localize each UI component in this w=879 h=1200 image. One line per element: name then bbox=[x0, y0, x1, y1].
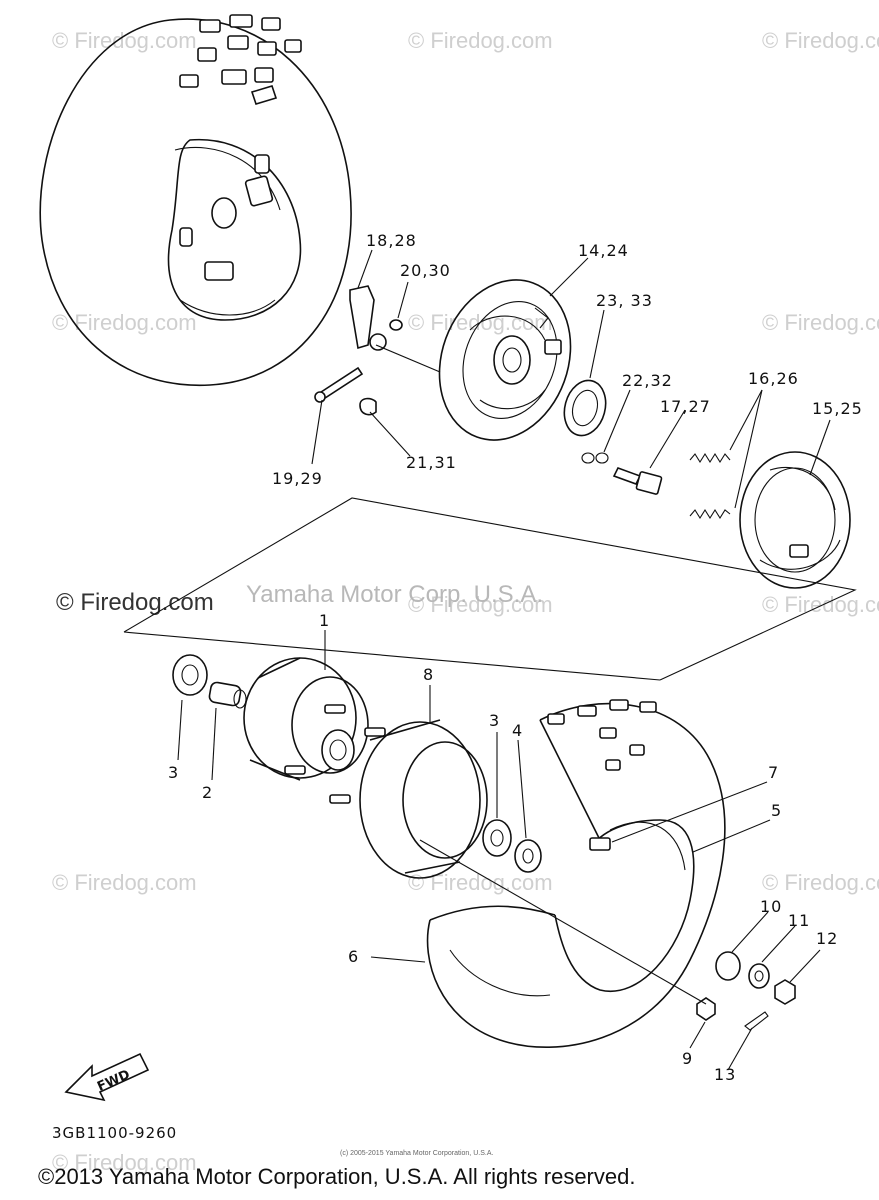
leader-lines bbox=[177, 249, 831, 1071]
callout-5: 5 bbox=[771, 801, 782, 820]
assembly-outline bbox=[123, 631, 661, 681]
watermark: © Firedog.com bbox=[762, 870, 879, 895]
collar bbox=[208, 681, 247, 709]
brake-shoes bbox=[739, 451, 851, 589]
bearing-right bbox=[482, 819, 512, 857]
callout-11: 11 bbox=[788, 911, 810, 930]
callout-15-25: 15,25 bbox=[812, 399, 863, 418]
watermark: © Firedog.com bbox=[762, 28, 879, 53]
hardware bbox=[696, 951, 796, 1031]
watermark: © Firedog.com bbox=[52, 1150, 197, 1175]
callout-8: 8 bbox=[423, 665, 434, 684]
small-copyright: (c) 2005-2015 Yamaha Motor Corporation, … bbox=[340, 1150, 493, 1157]
rim-band bbox=[359, 719, 488, 879]
callout-4: 4 bbox=[512, 721, 523, 740]
brake-plate bbox=[438, 279, 572, 441]
callout-2: 2 bbox=[202, 783, 213, 802]
watermark: © Firedog.com bbox=[52, 28, 197, 53]
spacer bbox=[514, 839, 542, 873]
callout-6: 6 bbox=[348, 947, 359, 966]
watermark-yamaha: Yamaha Motor Corp. U.S.A. bbox=[246, 581, 543, 608]
wheel-rim bbox=[426, 699, 726, 1048]
oil-seal bbox=[563, 379, 609, 464]
callout-21-31: 21,31 bbox=[406, 453, 457, 472]
callout-20-30: 20,30 bbox=[400, 261, 451, 280]
watermark: © Firedog.com bbox=[408, 28, 553, 53]
callout-22-32: 22,32 bbox=[622, 371, 673, 390]
callout-3: 3 bbox=[489, 711, 500, 730]
part-number: 3GB1100-9260 bbox=[52, 1124, 177, 1142]
callout-14-24: 14,24 bbox=[578, 241, 629, 260]
adjust-bolt bbox=[612, 467, 663, 495]
callout-1: 1 bbox=[319, 611, 330, 630]
copyright: ©2013 Yamaha Motor Corporation, U.S.A. A… bbox=[38, 1164, 635, 1189]
callout-16-26: 16,26 bbox=[748, 369, 799, 388]
watermark: © Firedog.com bbox=[762, 592, 879, 617]
callout-13: 13 bbox=[714, 1065, 736, 1084]
watermark: © Firedog.com bbox=[52, 310, 197, 335]
watermark: © Firedog.com bbox=[408, 870, 553, 895]
callouts: 18,28 20,30 14,24 23, 33 22,32 16,26 17,… bbox=[168, 231, 863, 1084]
assembly-outline bbox=[123, 497, 857, 681]
callout-18-28: 18,28 bbox=[366, 231, 417, 250]
callout-7: 7 bbox=[768, 763, 779, 782]
cam-lever bbox=[314, 285, 403, 416]
springs bbox=[689, 452, 731, 520]
hub bbox=[243, 657, 386, 804]
callout-12: 12 bbox=[816, 929, 838, 948]
callout-19-29: 19,29 bbox=[272, 469, 323, 488]
tire-top bbox=[39, 14, 352, 387]
fwd-arrow-icon: FWD bbox=[64, 1052, 150, 1102]
callout-9: 9 bbox=[682, 1049, 693, 1068]
callout-10: 10 bbox=[760, 897, 782, 916]
bearing-left bbox=[172, 654, 208, 696]
callout-23-33: 23, 33 bbox=[596, 291, 653, 310]
watermark: © Firedog.com bbox=[52, 870, 197, 895]
callout-3: 3 bbox=[168, 763, 179, 782]
callout-17-27: 17,27 bbox=[660, 397, 711, 416]
watermark-layer: © Firedog.com © Firedog.com © Firedog.co… bbox=[52, 28, 879, 1175]
watermark-main: © Firedog.com bbox=[56, 589, 214, 616]
watermark: © Firedog.com bbox=[408, 592, 553, 617]
watermark: © Firedog.com bbox=[762, 310, 879, 335]
